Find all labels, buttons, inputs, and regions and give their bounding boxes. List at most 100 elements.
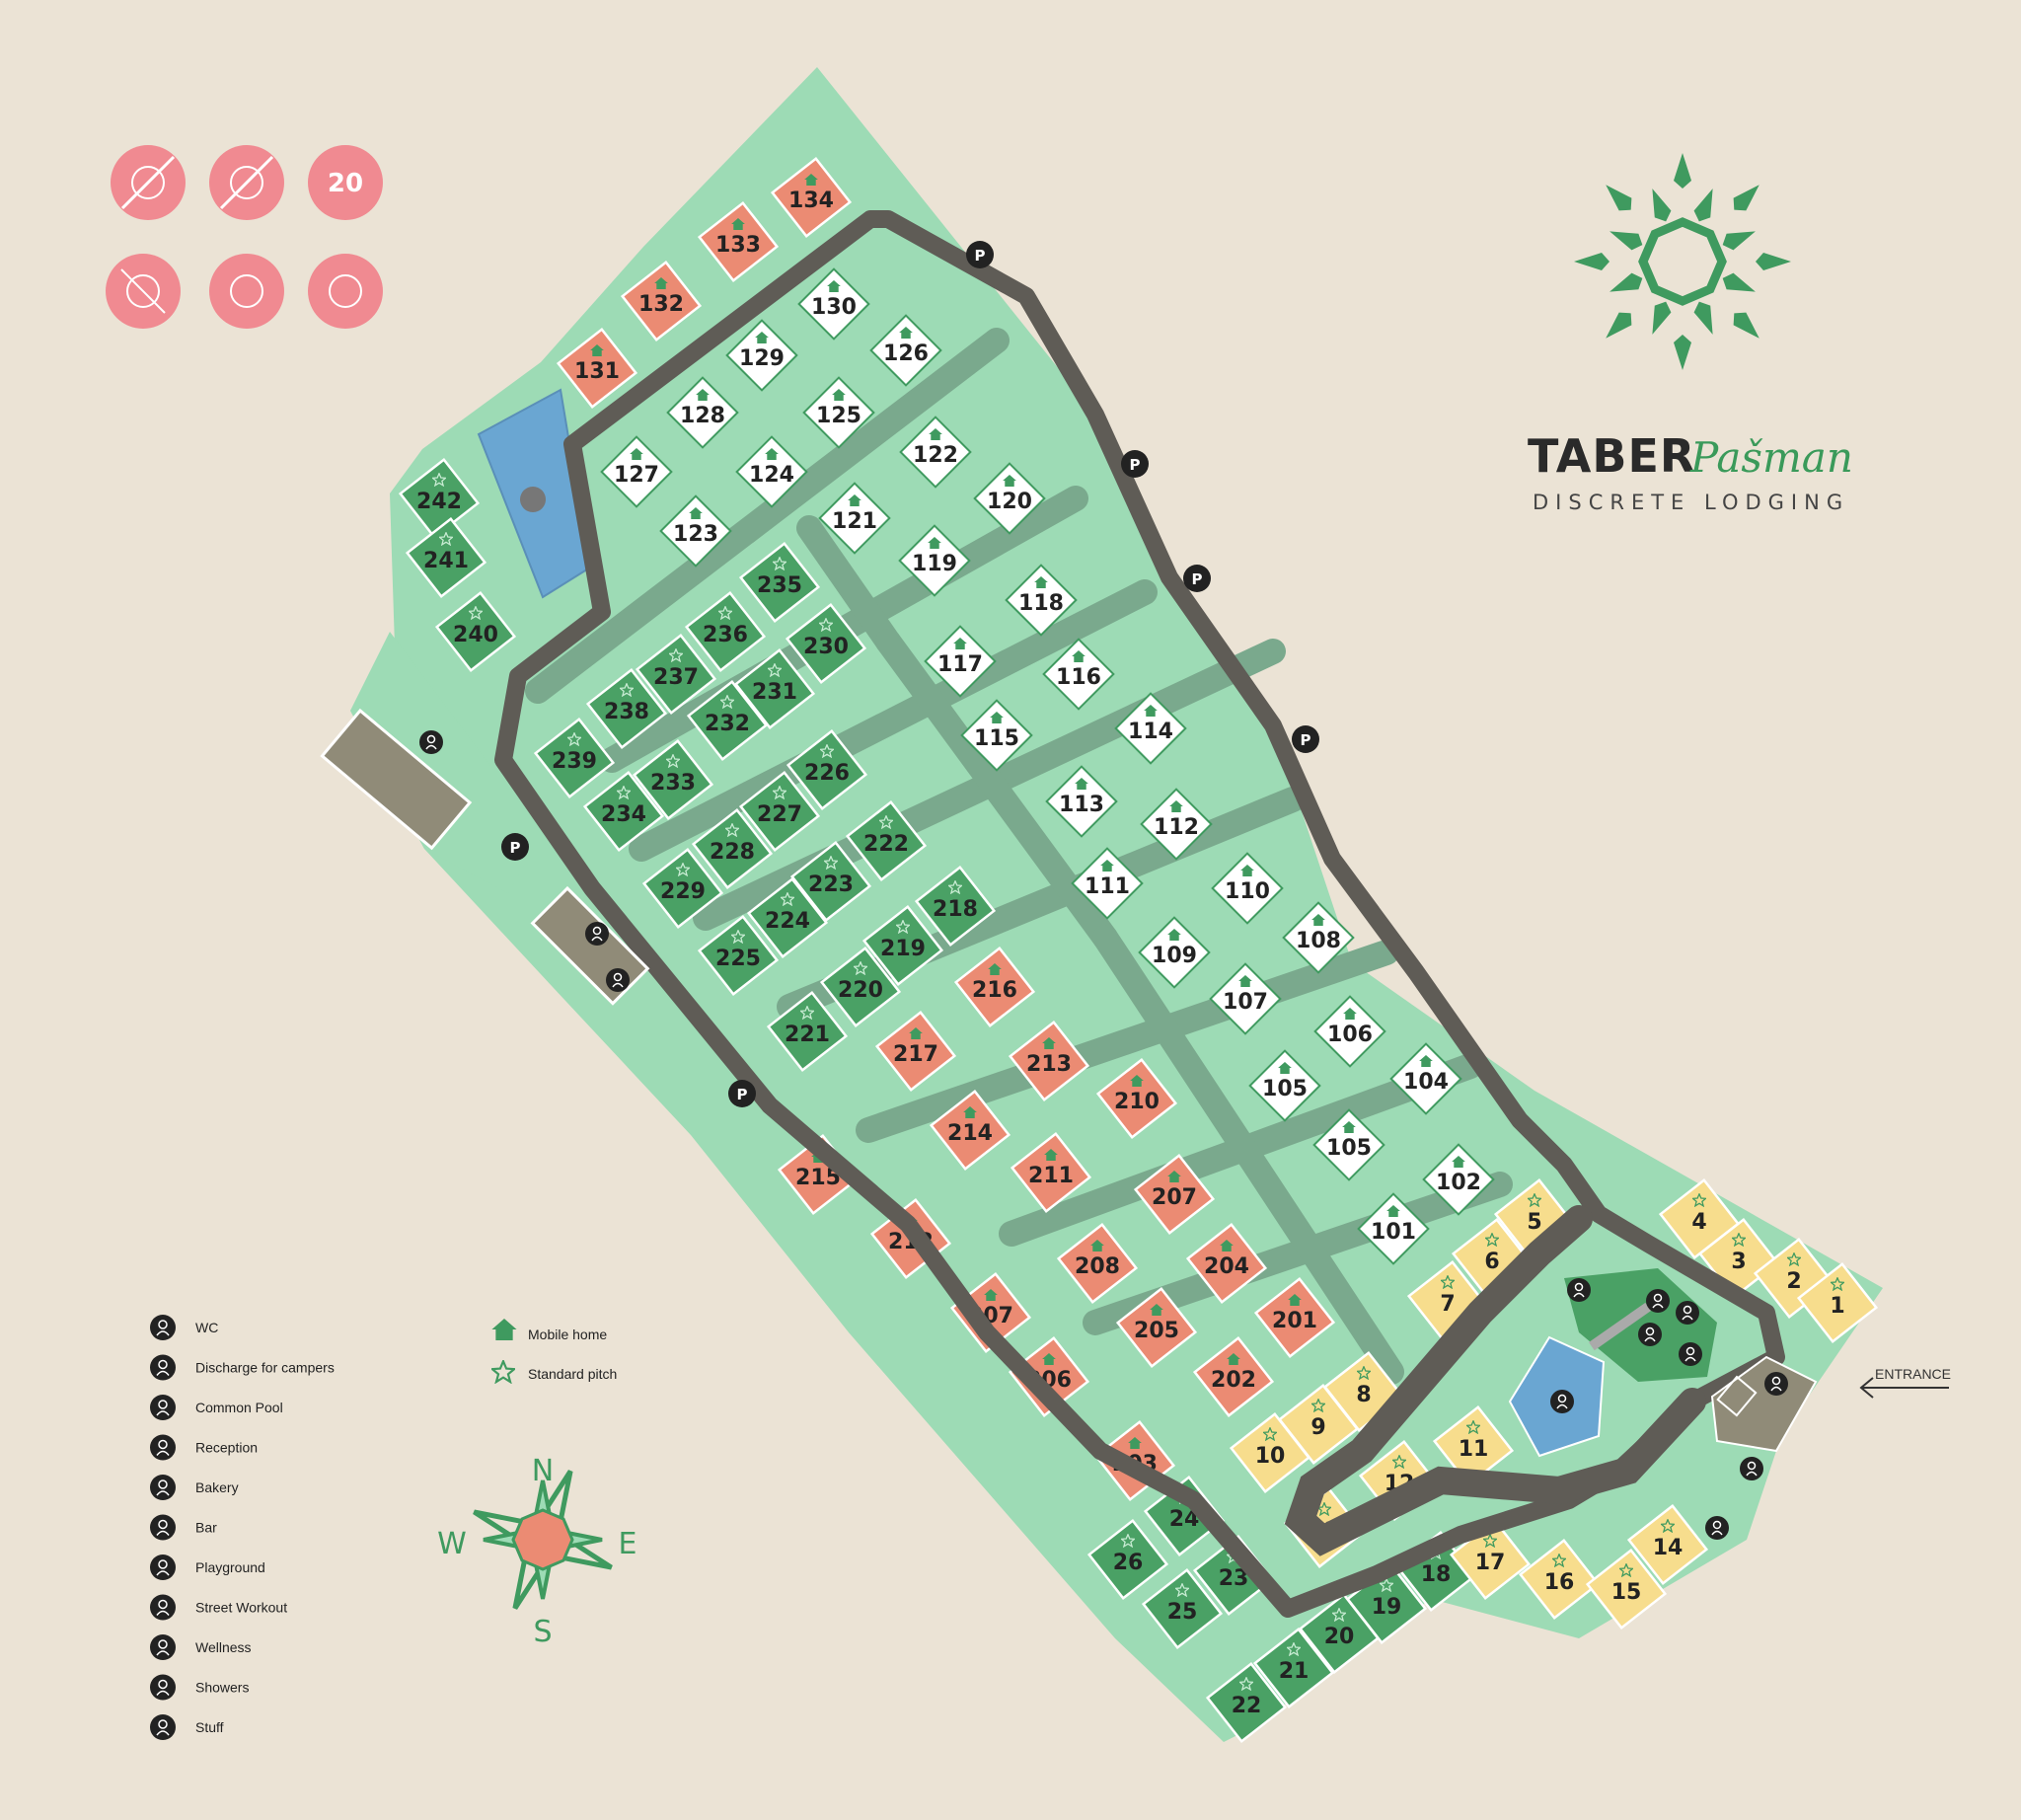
plot-white[interactable]: 117 xyxy=(924,625,997,698)
plot-white[interactable]: 101 xyxy=(1357,1192,1430,1265)
plot-salmon[interactable]: 205 xyxy=(1115,1286,1198,1369)
plot-number: 121 xyxy=(832,509,877,534)
plot-green[interactable]: 222 xyxy=(845,799,928,882)
plot-white[interactable]: 113 xyxy=(1045,765,1118,838)
plot-white[interactable]: 107 xyxy=(1209,962,1282,1035)
plot-white[interactable]: 127 xyxy=(600,435,673,508)
plot-green[interactable]: 240 xyxy=(434,590,517,673)
plot-white[interactable]: 118 xyxy=(1005,564,1078,637)
plot-salmon[interactable]: 211 xyxy=(1010,1131,1092,1214)
plot-salmon[interactable]: 207 xyxy=(1133,1153,1216,1236)
plot-number: 16 xyxy=(1544,1570,1575,1595)
plot-white[interactable]: 124 xyxy=(735,435,808,508)
plot-white[interactable]: 130 xyxy=(797,267,870,341)
legend-label: Bar xyxy=(195,1520,217,1536)
plot-green[interactable]: 232 xyxy=(686,679,769,762)
plot-white[interactable]: 115 xyxy=(960,699,1033,772)
plot-white[interactable]: 114 xyxy=(1114,692,1187,765)
plot-salmon[interactable]: 210 xyxy=(1095,1057,1178,1140)
plot-green[interactable]: 221 xyxy=(766,990,849,1073)
plot-green[interactable]: 218 xyxy=(914,865,997,948)
svg-text:P: P xyxy=(510,839,521,857)
plot-green[interactable]: 220 xyxy=(819,946,902,1028)
reception-icon xyxy=(1676,1301,1699,1325)
plot-white[interactable]: 119 xyxy=(898,524,971,597)
plot-green[interactable]: 242 xyxy=(398,457,481,540)
plot-salmon[interactable]: 133 xyxy=(697,200,780,283)
plot-shape xyxy=(1205,1661,1288,1744)
plot-green[interactable]: 237 xyxy=(635,633,717,716)
wc-icon xyxy=(1638,1323,1662,1346)
plot-yellow[interactable]: 1 xyxy=(1796,1261,1879,1344)
plot-white[interactable]: 128 xyxy=(666,376,739,449)
plot-shape xyxy=(582,770,665,853)
plot-white[interactable]: 116 xyxy=(1042,638,1115,711)
plot-green[interactable]: 238 xyxy=(585,667,668,750)
plot-green[interactable]: 230 xyxy=(785,602,867,685)
compass-e: E xyxy=(619,1527,637,1561)
plot-shape xyxy=(1185,1222,1268,1305)
plot-salmon[interactable]: 208 xyxy=(1056,1222,1139,1305)
plot-green[interactable]: 24 xyxy=(1143,1475,1226,1557)
plot-green[interactable]: 241 xyxy=(405,516,487,599)
plot-green[interactable]: 219 xyxy=(861,904,944,987)
plot-green[interactable]: 21 xyxy=(1252,1627,1335,1709)
plot-yellow[interactable]: 11 xyxy=(1432,1404,1515,1487)
plot-green[interactable]: 234 xyxy=(582,770,665,853)
plot-green[interactable]: 25 xyxy=(1141,1567,1224,1650)
plot-salmon[interactable]: 201 xyxy=(1253,1276,1336,1359)
plot-green[interactable]: 233 xyxy=(632,738,714,821)
plot-number: 3 xyxy=(1731,1250,1746,1274)
plot-green[interactable]: 227 xyxy=(738,770,821,853)
plot-white[interactable]: 125 xyxy=(802,376,875,449)
plot-white[interactable]: 129 xyxy=(725,319,798,392)
plot-white[interactable]: 106 xyxy=(1313,995,1386,1068)
plot-salmon[interactable]: 204 xyxy=(1185,1222,1268,1305)
plot-white[interactable]: 105 xyxy=(1248,1049,1321,1122)
plot-shape xyxy=(874,1010,957,1093)
plot-white[interactable]: 123 xyxy=(659,494,732,568)
plot-green[interactable]: 236 xyxy=(684,590,767,673)
plot-green[interactable]: 226 xyxy=(786,728,868,811)
plot-green[interactable]: 26 xyxy=(1086,1518,1169,1601)
plot-number: 213 xyxy=(1026,1052,1072,1077)
plot-green[interactable]: 235 xyxy=(738,541,821,624)
plot-white[interactable]: 126 xyxy=(869,314,942,387)
plot-green[interactable]: 229 xyxy=(641,847,724,930)
plot-white[interactable]: 108 xyxy=(1282,901,1355,974)
plot-green[interactable]: 22 xyxy=(1205,1661,1288,1744)
plot-white[interactable]: 110 xyxy=(1211,852,1284,925)
plot-green[interactable]: 20 xyxy=(1298,1592,1381,1675)
plot-green[interactable]: 225 xyxy=(697,914,780,997)
plot-white[interactable]: 102 xyxy=(1422,1143,1495,1216)
plot-salmon[interactable]: 134 xyxy=(770,156,853,239)
plot-white[interactable]: 120 xyxy=(973,462,1046,535)
plot-white[interactable]: 105 xyxy=(1312,1108,1385,1181)
plot-white[interactable]: 104 xyxy=(1389,1042,1462,1115)
plot-green[interactable]: 223 xyxy=(789,840,872,923)
plot-yellow[interactable]: 10 xyxy=(1229,1411,1311,1494)
plot-salmon[interactable]: 132 xyxy=(620,260,703,342)
plot-yellow[interactable]: 16 xyxy=(1518,1538,1601,1621)
plot-white[interactable]: 121 xyxy=(818,482,891,555)
plot-salmon[interactable]: 131 xyxy=(556,327,638,410)
plot-shape xyxy=(1008,1335,1090,1418)
plot-yellow[interactable]: 14 xyxy=(1626,1503,1709,1586)
plot-white[interactable]: 111 xyxy=(1071,847,1144,920)
plot-white[interactable]: 109 xyxy=(1138,916,1211,989)
plot-salmon[interactable]: 214 xyxy=(929,1089,1011,1172)
plot-green[interactable]: 239 xyxy=(533,717,616,799)
plot-salmon[interactable]: 216 xyxy=(953,946,1036,1028)
plot-white[interactable]: 122 xyxy=(899,416,972,489)
plot-salmon[interactable]: 213 xyxy=(1008,1020,1090,1102)
plot-yellow[interactable]: 15 xyxy=(1585,1548,1668,1630)
plot-green[interactable]: 228 xyxy=(691,807,774,890)
plot-white[interactable]: 112 xyxy=(1140,788,1213,861)
plot-green[interactable]: 224 xyxy=(746,876,829,959)
plot-green[interactable]: 231 xyxy=(733,647,816,730)
plot-salmon[interactable]: 217 xyxy=(874,1010,957,1093)
plot-shape xyxy=(659,494,732,568)
plot-salmon[interactable]: 202 xyxy=(1192,1335,1275,1418)
